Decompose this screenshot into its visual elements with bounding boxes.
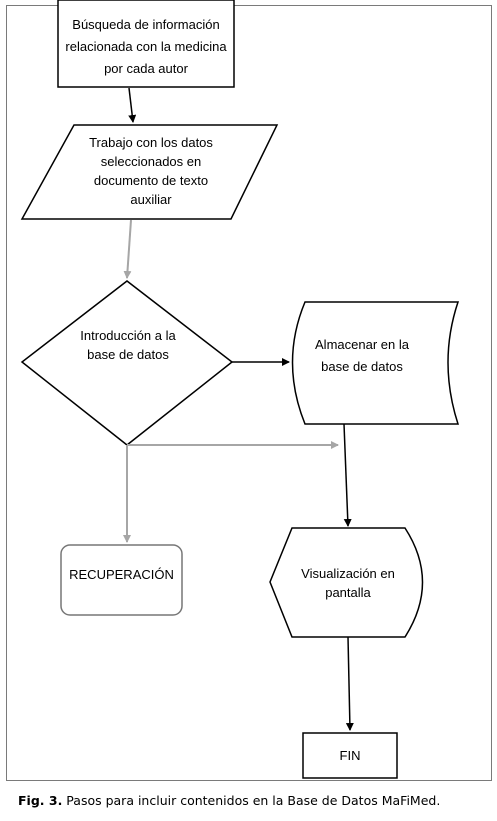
end-label: FIN xyxy=(339,748,361,763)
caption-text: Pasos para incluir contenidos en la Base… xyxy=(62,793,441,808)
intro-decision-label: Introducción a la base de datos xyxy=(80,328,176,362)
arrow-display-to-end xyxy=(345,636,354,731)
search-process-label: Búsqueda de información relacionada con … xyxy=(65,17,227,76)
display-shape xyxy=(269,527,424,638)
store-data-label: Almacenar en la base de datos xyxy=(315,337,409,374)
store-data-shape xyxy=(291,301,460,425)
arrow-search-to-work xyxy=(128,87,137,123)
work-data-parallelogram xyxy=(20,124,279,220)
recovery-label: RECUPERACIÓN xyxy=(69,567,174,582)
display-label: Visualización en pantalla xyxy=(301,566,395,600)
work-data-label: Trabajo con los datos seleccionados en d… xyxy=(89,135,213,207)
figure-frame xyxy=(6,5,492,781)
arrow-work-to-intro xyxy=(123,219,132,279)
figure-caption: Fig. 3. Pasos para incluir contenidos en… xyxy=(18,793,440,808)
arrow-store-to-display xyxy=(343,423,352,527)
end-box xyxy=(302,732,398,779)
search-process-box xyxy=(57,0,235,88)
caption-label: Fig. 3. xyxy=(18,793,63,808)
recovery-box xyxy=(60,544,183,616)
